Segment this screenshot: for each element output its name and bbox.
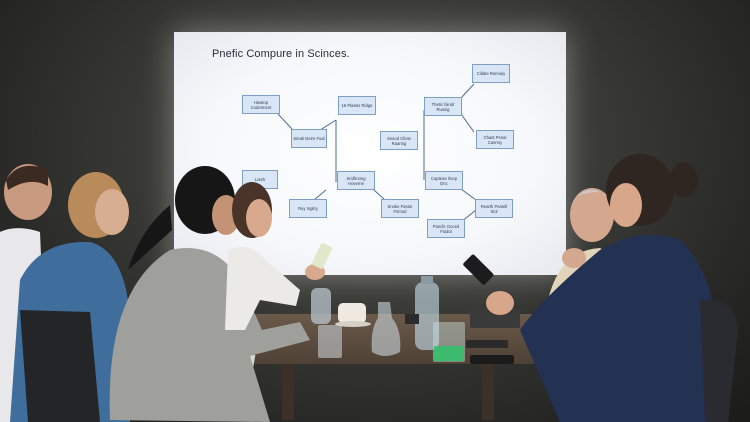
flowchart-node: Thetic hiindr Rusnig — [424, 97, 462, 116]
water-bottle — [415, 282, 439, 350]
flowchart-node: Snoke Fastor Fsrnod — [381, 199, 419, 218]
flowchart-node: Cilabe Ronnaiy — [472, 64, 510, 83]
flowchart-node: Seand Clinte Raanng — [380, 131, 418, 150]
attendee-woman-right — [463, 154, 722, 422]
remote-control — [466, 340, 508, 348]
attendee-woman-with-phone — [225, 182, 332, 330]
flowchart-node: Steak Deire Foal — [291, 129, 327, 148]
office-chair — [700, 299, 738, 422]
connector — [373, 189, 386, 201]
flowchart-node: Chast Penal Casnny — [476, 130, 514, 149]
drinking-glass — [318, 325, 342, 358]
slide-title: Pnefic Compure in Scinces. — [212, 48, 350, 60]
flowchart-node: Hawtop Coderment — [242, 95, 280, 114]
handheld-phone — [463, 254, 494, 285]
pen-holder — [405, 314, 419, 324]
attendee-woman-ponytail — [109, 166, 311, 422]
connector — [460, 113, 475, 133]
flowchart-node: 16 Plaster Ridge — [338, 96, 376, 115]
phone-on-table — [470, 355, 514, 364]
connector — [460, 83, 475, 99]
coffee-cup — [338, 303, 366, 323]
flowchart-node: Rearth Pantell Siol — [475, 199, 513, 218]
flowchart-node: Capteae Ilnep Dnc — [425, 171, 463, 190]
flowchart-node: Pancfe Goced Fiodot — [427, 219, 465, 238]
saucer — [335, 321, 371, 327]
projection-screen: Pnefic Compure in Scinces. Hawtop Coderm… — [174, 32, 566, 275]
office-chair — [20, 310, 100, 422]
flowchart-node: Ruy Ingitry — [289, 199, 327, 218]
connector — [313, 189, 327, 201]
connector — [460, 188, 477, 201]
flowchart-node: Sridhnong Hoverne — [337, 171, 375, 190]
connector — [277, 113, 293, 130]
glass-carafe — [371, 302, 401, 356]
table-leg — [482, 360, 494, 420]
handheld-phone — [312, 243, 332, 269]
water-bottle — [311, 288, 331, 324]
table-leg — [282, 360, 294, 420]
